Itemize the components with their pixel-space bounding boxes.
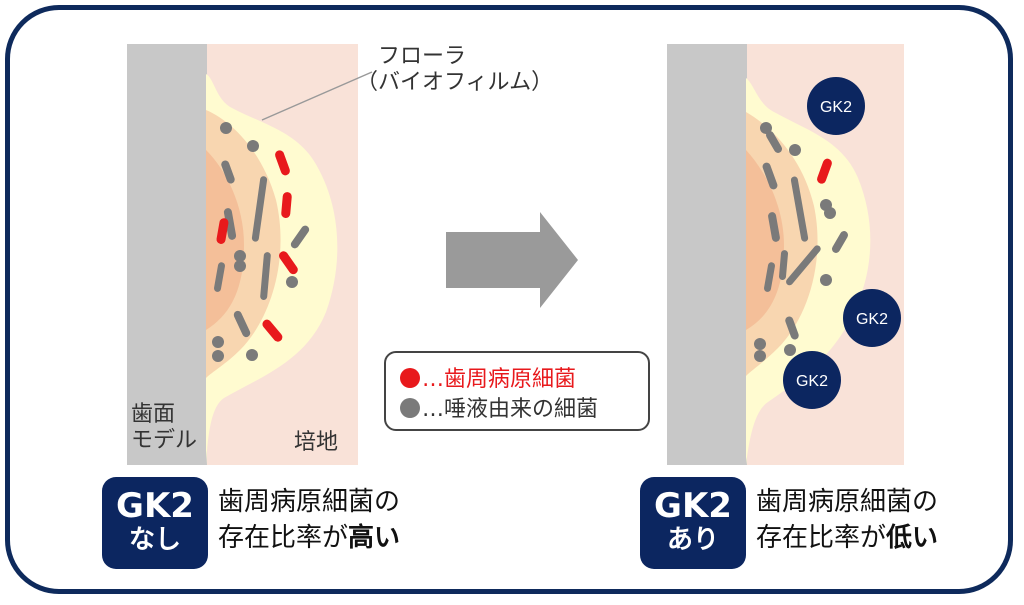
gk2-particle-1-label: GK2 xyxy=(820,99,852,116)
badge-left-line2: なし xyxy=(128,525,181,555)
legend-periodontal-text: …歯周病原細菌 xyxy=(422,367,577,392)
badge-right-line2: あり xyxy=(666,525,719,555)
left-caption: 歯周病原細菌の 存在比率が高い xyxy=(218,484,400,556)
right-tooth-model xyxy=(667,44,747,465)
right-saliva-bacteria xyxy=(754,122,848,362)
badge-left-line1: GK2 xyxy=(116,486,194,526)
gk2-particle-1 xyxy=(807,77,865,135)
gk2-particle-2-label: GK2 xyxy=(856,311,888,328)
badge-gk2-none: GK2 なし xyxy=(102,477,208,569)
left-tooth-model xyxy=(127,44,207,465)
gk2-particle-3-label: GK2 xyxy=(796,373,828,390)
left-caption-line2: 存在比率が高い xyxy=(218,520,400,556)
flora-label: フローラ （バイオフィルム） xyxy=(356,44,553,96)
medium-label: 培地 xyxy=(294,430,339,455)
arrow-icon xyxy=(446,212,578,308)
red-dot-icon xyxy=(400,368,420,388)
flora-leader-line xyxy=(261,71,373,121)
right-caption-emphasis: 低い xyxy=(886,523,939,553)
tooth-model-label: 歯面 モデル xyxy=(131,402,198,453)
right-caption-line1: 歯周病原細菌の xyxy=(756,487,939,517)
legend-box: …歯周病原細菌 …唾液由来の細菌 xyxy=(384,351,650,431)
badge-right-line1: GK2 xyxy=(654,486,732,526)
flora-label-line1: フローラ xyxy=(378,44,467,69)
left-periodontal-bacteria xyxy=(216,150,298,342)
legend-saliva-text: …唾液由来の細菌 xyxy=(422,397,599,422)
flora-label-line2: （バイオフィルム） xyxy=(356,70,554,95)
left-caption-prefix: 存在比率が xyxy=(218,523,349,553)
right-caption: 歯周病原細菌の 存在比率が低い xyxy=(756,484,938,556)
badge-gk2-present: GK2 あり xyxy=(640,477,746,569)
legend-saliva: …唾液由来の細菌 xyxy=(400,397,598,423)
gk2-particle-3 xyxy=(783,351,841,409)
right-caption-line2: 存在比率が低い xyxy=(756,520,938,556)
legend-periodontal: …歯周病原細菌 xyxy=(400,367,576,393)
gk2-particle-2 xyxy=(843,289,901,347)
left-saliva-bacteria xyxy=(212,122,310,362)
left-caption-emphasis: 高い xyxy=(348,523,401,553)
grey-dot-icon xyxy=(400,398,420,418)
left-caption-line1: 歯周病原細菌の xyxy=(218,487,401,517)
right-caption-prefix: 存在比率が xyxy=(756,523,887,553)
right-periodontal-bacteria xyxy=(817,158,832,184)
